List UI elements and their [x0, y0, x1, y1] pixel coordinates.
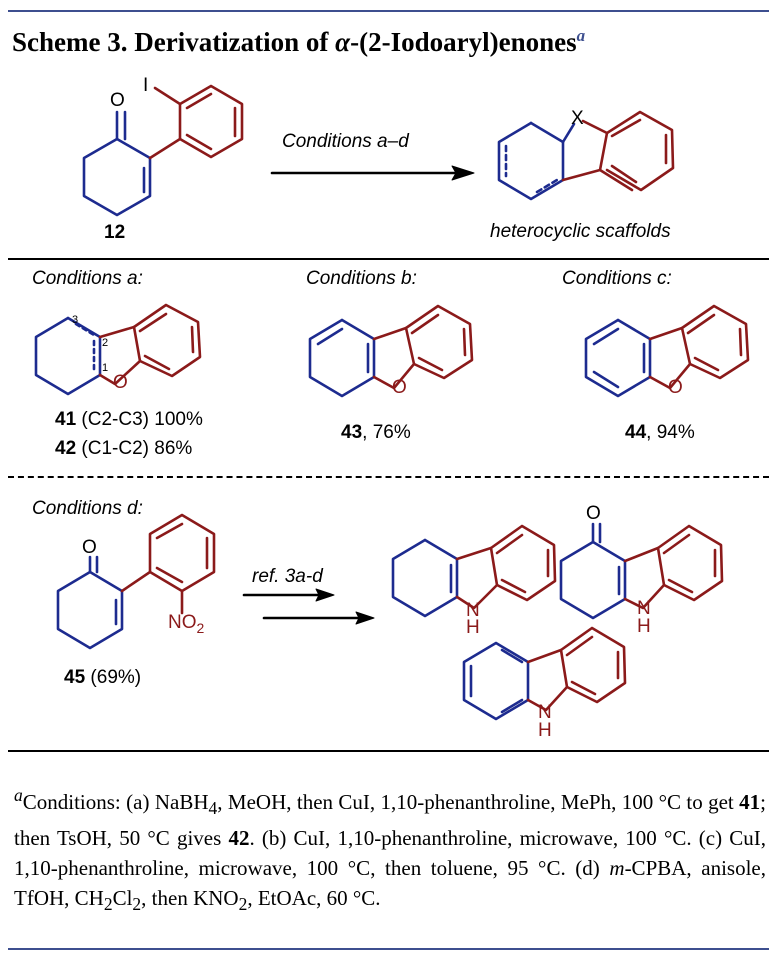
compound-12-structure: [82, 110, 152, 217]
footnote-sub-1: 4: [208, 798, 218, 819]
footnote-text-5: -CPBA, anisole, TfOH, CH: [14, 856, 766, 911]
footnote-text-4: . (b) CuI, 1,10-phenanthroline, microwav…: [14, 826, 766, 881]
title-alpha: α: [335, 27, 351, 57]
scheme-footnote: aConditions: (a) NaBH4, MeOH, then CuI, …: [14, 780, 766, 919]
compound-41-number: 41: [55, 409, 77, 430]
compound-44-ring: [584, 318, 652, 398]
compound-43-result: 43, 76%: [341, 422, 411, 444]
conditions-b-label: Conditions b:: [306, 268, 417, 289]
footnote-sub-2: 2: [103, 894, 113, 915]
oxo-atom-12: O: [110, 90, 125, 111]
footnote-sub-3: 2: [132, 894, 142, 915]
position-2: 2: [102, 337, 109, 349]
bottom-rule: [8, 948, 769, 950]
compound-45-result: 45 (69%): [64, 667, 141, 689]
compound-44-text: , 94%: [646, 422, 695, 443]
oxo-thcz-indole: [623, 524, 724, 610]
compound-42-number: 42: [55, 438, 77, 459]
compound-43-number: 43: [341, 422, 363, 443]
scaffold-left-ring: [497, 121, 576, 201]
compound-12-aryl: [148, 84, 244, 160]
compound-41-result: 41 (C2-C3) 100%: [55, 409, 203, 431]
footnote-text-7: , then KNO: [141, 886, 239, 911]
compound-43-text: , 76%: [362, 422, 411, 443]
footnote-bold-42: 42: [228, 826, 250, 851]
footnote-mark: a: [14, 785, 23, 805]
compound-12-label: 12: [104, 222, 126, 243]
footnote-text-2: , MeOH, then CuI, 1,10-phenanthroline, M…: [217, 790, 740, 814]
footnote-bold-41: 41: [739, 790, 761, 814]
dashed-divider: [8, 476, 769, 478]
compound-41-benzofuran: [98, 303, 202, 386]
thcz-ring: [391, 538, 459, 618]
compound-44-number: 44: [625, 422, 647, 443]
arrow-d-head-bottom: [355, 611, 375, 625]
footnote-text-8: , EtOAc, 60 °C.: [247, 886, 381, 911]
oxo-atom-carbazolone: O: [586, 503, 601, 524]
nh-carbazole-n: N: [538, 702, 552, 723]
compound-41-cyclohexene: [34, 316, 102, 396]
nh-carbazole-h: H: [538, 720, 552, 741]
footnote-text-3: ; then TsOH, 50 °C gives: [14, 790, 767, 851]
compound-42-result: 42 (C1-C2) 86%: [55, 438, 192, 460]
compound-45-aryl: [120, 513, 216, 615]
oxygen-44: O: [668, 377, 683, 398]
compound-42-text: (C1-C2) 86%: [76, 438, 193, 459]
hetero-atom-x: X: [571, 108, 584, 129]
carbazole-right-ring: [526, 626, 627, 712]
arrow-d: [242, 593, 362, 620]
divider-1: [8, 258, 769, 260]
conditions-a-label: Conditions a:: [32, 268, 143, 289]
nitro-group: NO2: [168, 612, 204, 636]
thcz-indole: [455, 524, 557, 610]
iodo-atom: I: [143, 75, 149, 96]
nh-oxo-h: H: [637, 616, 651, 637]
oxo-atom-45: O: [82, 537, 97, 558]
nitro-main: NO: [168, 612, 197, 633]
carbazole-left-ring: [462, 641, 530, 721]
main-arrow-label: Conditions a–d: [282, 131, 409, 152]
oxygen-43: O: [392, 377, 407, 398]
nitro-sub: 2: [196, 619, 205, 636]
compound-43-ring: [308, 318, 376, 398]
conditions-c-label: Conditions c:: [562, 268, 672, 289]
scheme-title: Scheme 3. Derivatization of α-(2-Iodoary…: [12, 26, 585, 58]
footnote-sub-4: 2: [238, 894, 248, 915]
top-rule: [8, 10, 769, 12]
divider-2: [8, 750, 769, 752]
arrow-d-head-top: [315, 588, 335, 602]
compound-41-text: (C2-C3) 100%: [76, 409, 203, 430]
scaffold-label: heterocyclic scaffolds: [490, 221, 671, 242]
conditions-d-label: Conditions d:: [32, 498, 143, 519]
oxygen-41: O: [113, 372, 128, 393]
compound-45-number: 45: [64, 667, 86, 688]
oxo-thcz-ring: [559, 522, 627, 620]
nh-oxo-n: N: [637, 598, 651, 619]
scaffold-right-rings: [561, 110, 675, 192]
title-footnote-mark: a: [576, 26, 586, 45]
compound-44-result: 44, 94%: [625, 422, 695, 444]
nh-thcz-n: N: [466, 600, 480, 621]
nh-thcz-h: H: [466, 617, 480, 638]
compound-43-benzofuran: [372, 304, 474, 390]
footnote-text-1: Conditions: (a) NaBH: [22, 790, 209, 814]
position-1: 1: [102, 362, 109, 374]
footnote-text-6: Cl: [112, 886, 133, 911]
main-arrow-head: [451, 165, 475, 181]
compound-45-ring: [56, 555, 124, 650]
compound-45-text: (69%): [85, 667, 142, 688]
compound-44-benzofuran: [648, 304, 750, 390]
arrow-d-label: ref. 3a-d: [252, 566, 323, 587]
position-3: 3: [72, 314, 79, 326]
title-prefix: Scheme 3. Derivatization of: [12, 27, 336, 57]
title-rest: -(2-Iodoaryl)enones: [350, 27, 577, 57]
footnote-italic-m: m: [609, 856, 625, 881]
